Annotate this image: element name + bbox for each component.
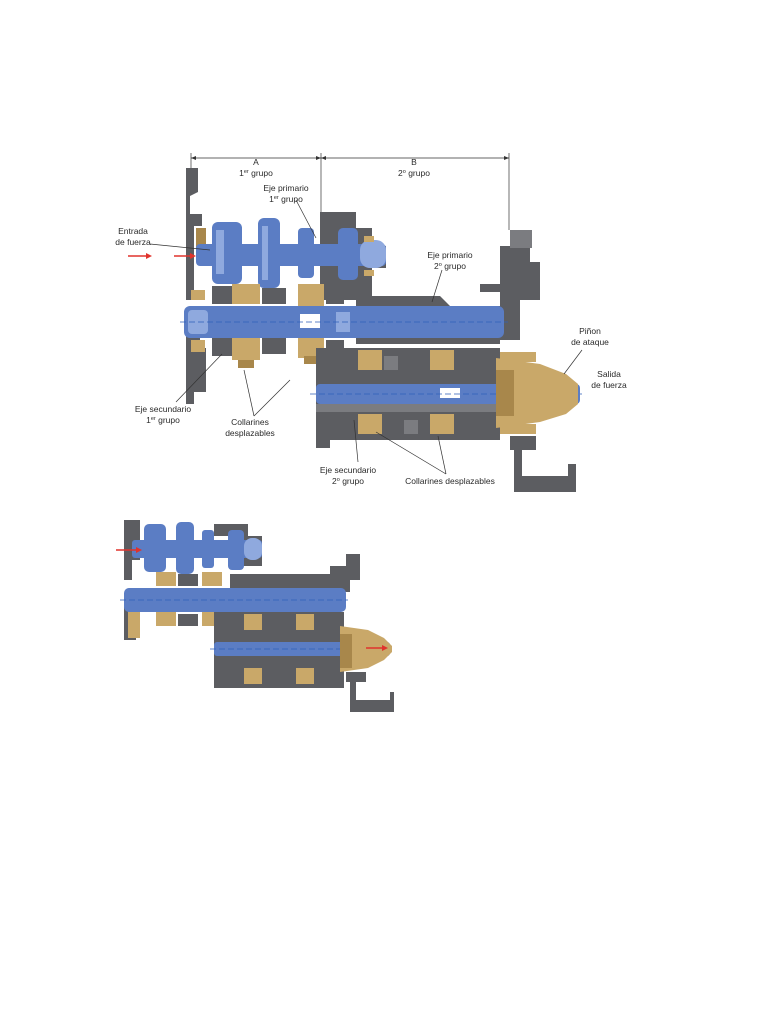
label-entrada-1: Entrada [118, 226, 148, 236]
label-salida-2: de fuerza [591, 380, 627, 390]
label-eje-secundario-2-group: 2o grupo [332, 476, 364, 486]
label-collarines-1: Collarines [231, 417, 269, 427]
pinion-ataque [496, 352, 578, 492]
label-eje-secundario-2: Eje secundario [320, 465, 377, 475]
input-arrows [128, 253, 196, 259]
dimension-a-group: 1er grupo [239, 168, 273, 178]
primary-shaft-1st-group [196, 218, 386, 288]
label-entrada-2: de fuerza [115, 237, 151, 247]
label-eje-primario-1-group: 1er grupo [269, 194, 303, 204]
label-eje-primario-1: Eje primario [263, 183, 309, 193]
label-eje-primario-2-group: 2o grupo [434, 261, 466, 271]
label-collarines-2: desplazables [225, 428, 275, 438]
label-eje-secundario-1-group: 1er grupo [146, 415, 180, 425]
gearbox-diagram-main: A 1er grupo B 2o grupo Eje primario 1er … [115, 153, 627, 492]
gearbox-diagram-small [116, 520, 394, 712]
housing-left [186, 168, 206, 404]
label-eje-primario-2: Eje primario [427, 250, 473, 260]
label-pinon-2: de ataque [571, 337, 609, 347]
label-salida-1: Salida [597, 369, 621, 379]
dimension-a-letter: A [253, 157, 259, 167]
label-pinon-1: Piñon [579, 326, 601, 336]
label-collarines-desplazables: Collarines desplazables [405, 476, 495, 486]
dimension-b-group: 2o grupo [398, 168, 430, 178]
labels: A 1er grupo B 2o grupo Eje primario 1er … [115, 157, 627, 486]
label-eje-secundario-1: Eje secundario [135, 404, 192, 414]
dimension-lines [190, 153, 510, 230]
dimension-b-letter: B [411, 157, 417, 167]
secondary-shaft-1st-group [180, 306, 508, 338]
leader-lines [149, 199, 583, 475]
